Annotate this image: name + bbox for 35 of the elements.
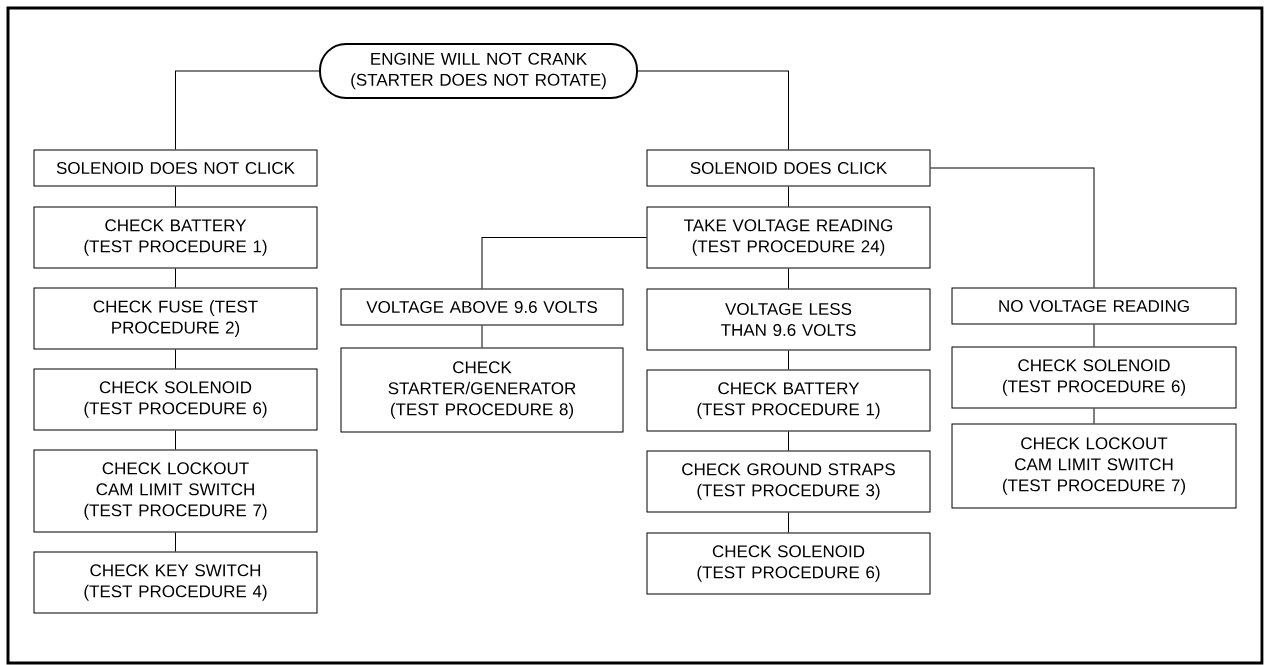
process-box: CHECK BATTERY (TEST PROCEDURE 1) <box>33 206 318 269</box>
connector-line <box>175 349 176 369</box>
connector-line <box>788 350 789 370</box>
connector-line <box>788 186 789 207</box>
process-box: CHECK STARTER/GENERATOR (TEST PROCEDURE 8) <box>340 347 624 433</box>
process-box: CHECK BATTERY (TEST PROCEDURE 1) <box>646 369 931 432</box>
connector-line <box>481 325 483 348</box>
process-box: TAKE VOLTAGE READING (TEST PROCEDURE 24) <box>646 206 931 269</box>
process-box: VOLTAGE ABOVE 9.6 VOLTS <box>340 288 624 326</box>
process-box: VOLTAGE LESS THAN 9.6 VOLTS <box>646 288 931 351</box>
connector-line <box>175 532 176 552</box>
connector-line <box>1093 324 1095 347</box>
process-box: CHECK FUSE (TEST PROCEDURE 2) <box>33 287 318 350</box>
process-box: CHECK LOCKOUT CAM LIMIT SWITCH (TEST PROCEDURE 7) <box>951 423 1237 509</box>
start-terminal: ENGINE WILL NOT CRANK (STARTER DOES NOT ROTATE) <box>319 43 638 99</box>
process-box: NO VOLTAGE READING <box>951 287 1237 325</box>
process-box: CHECK SOLENOID (TEST PROCEDURE 6) <box>646 532 931 595</box>
process-box: CHECK GROUND STRAPS (TEST PROCEDURE 3) <box>646 450 931 513</box>
connector-line <box>1093 408 1095 424</box>
process-box: CHECK SOLENOID (TEST PROCEDURE 6) <box>33 368 318 431</box>
process-box: SOLENOID DOES NOT CLICK <box>33 149 318 187</box>
process-box: CHECK SOLENOID (TEST PROCEDURE 6) <box>951 346 1237 409</box>
connector-line <box>175 268 176 288</box>
process-box: CHECK KEY SWITCH (TEST PROCEDURE 4) <box>33 551 318 614</box>
connector-line <box>788 512 789 533</box>
process-box: CHECK LOCKOUT CAM LIMIT SWITCH (TEST PROCEDURE 7) <box>33 449 318 533</box>
connector-line <box>637 70 789 150</box>
connector-line <box>930 167 1095 288</box>
connector-line <box>788 431 789 451</box>
connector-line <box>788 268 789 289</box>
connector-line <box>175 186 176 207</box>
process-box: SOLENOID DOES CLICK <box>646 149 931 187</box>
connector-line <box>175 70 320 150</box>
connector-line <box>175 430 176 450</box>
connector-line <box>481 237 647 289</box>
